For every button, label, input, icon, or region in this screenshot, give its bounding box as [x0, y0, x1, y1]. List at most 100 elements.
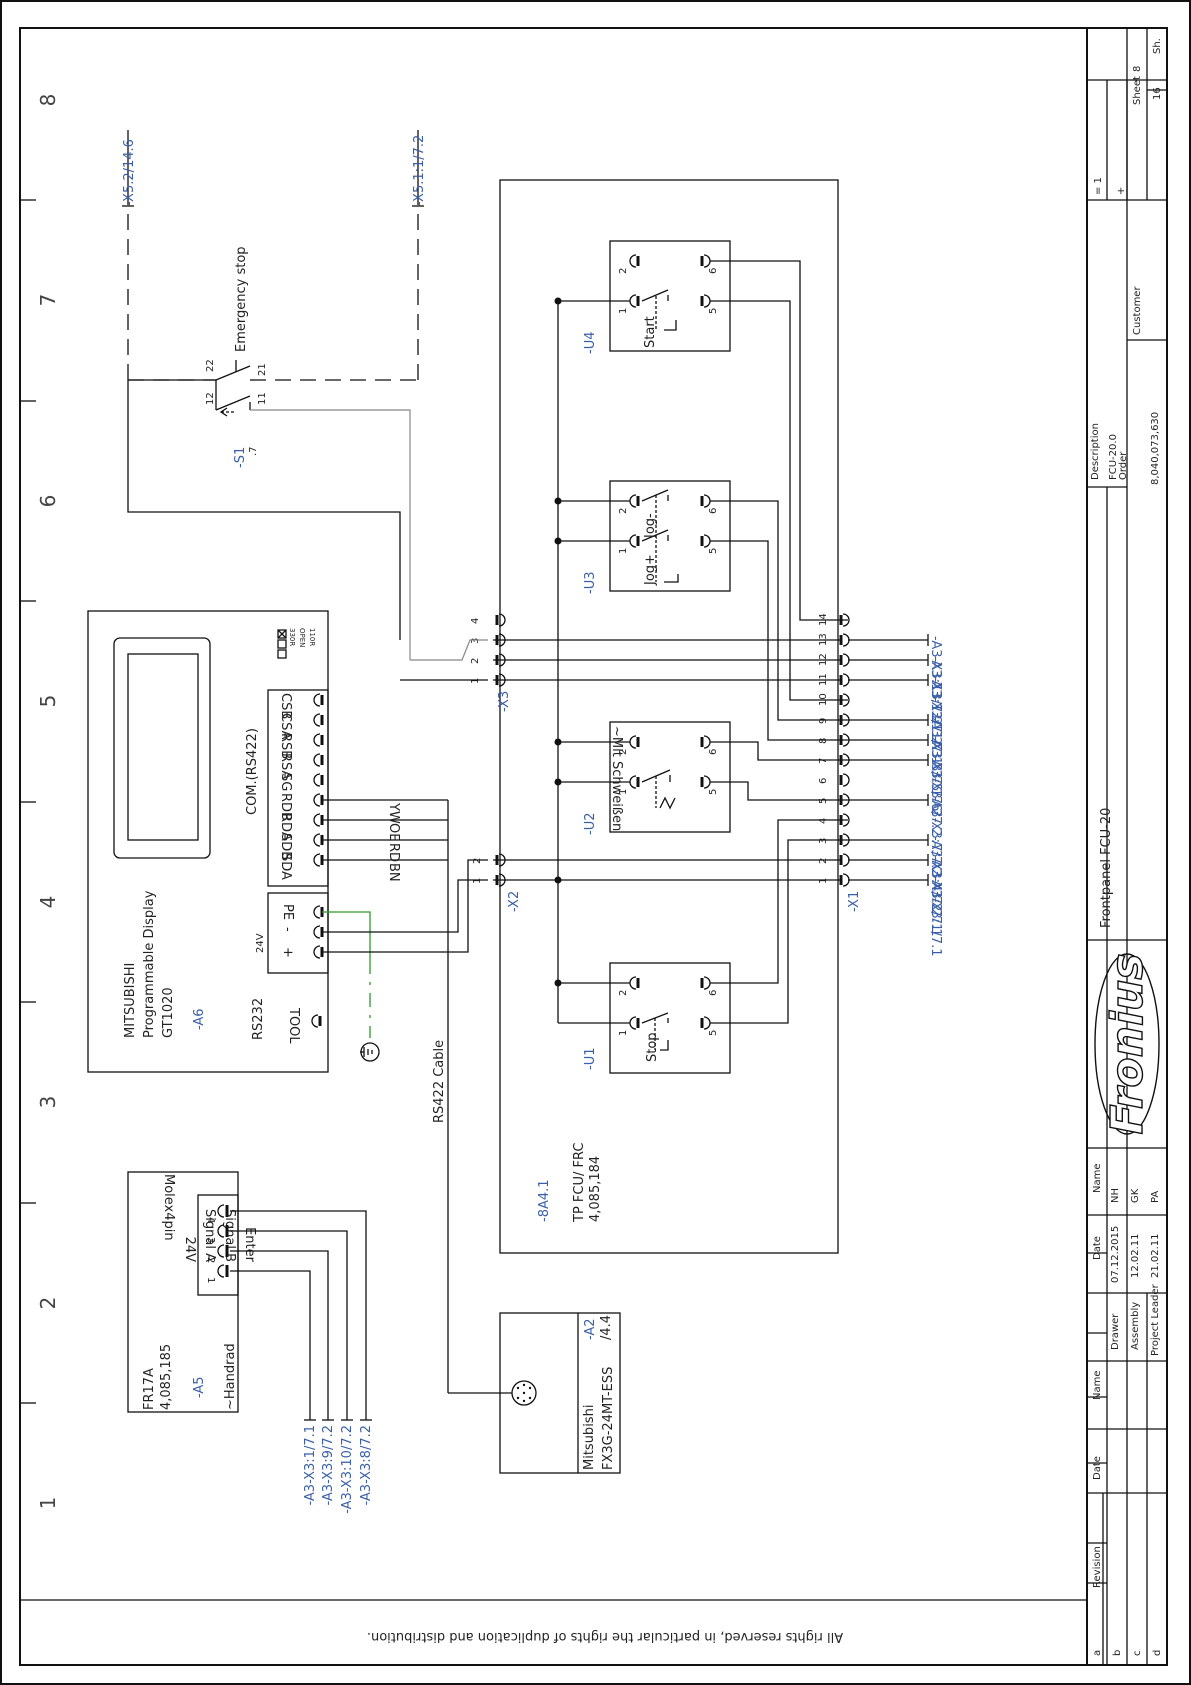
- switch-pin: 5: [708, 548, 719, 554]
- switch-box: [609, 480, 731, 592]
- tb-role: Assembly: [1130, 1302, 1141, 1350]
- switch-box: [609, 240, 731, 352]
- x1-terminal: 9: [818, 718, 829, 724]
- x2-ref: -X2: [507, 891, 522, 912]
- display-brand: MITSUBISHI: [123, 963, 138, 1038]
- plc-connector-icon: [511, 1380, 537, 1406]
- display-tool-label: TOOL: [286, 1007, 301, 1044]
- switch-ref: -U3: [583, 572, 598, 594]
- rs422-wiring: [322, 799, 512, 1394]
- switch-box: [609, 962, 731, 1074]
- junction: [554, 497, 562, 505]
- junction: [554, 297, 562, 305]
- tb-date: 21.02.11: [1150, 1233, 1161, 1278]
- com-pin-label: CSB: [278, 693, 293, 719]
- switch-pin: 1: [618, 789, 629, 795]
- com-pin-label: SG: [278, 773, 293, 791]
- dip-switch-label: 330R: [288, 628, 296, 646]
- cable-color: OE: [386, 823, 401, 841]
- switch-pin: 2: [618, 268, 629, 274]
- board-name: TP FCU/ FRC: [572, 1143, 587, 1223]
- display-com-title: COM.(RS422): [245, 728, 260, 815]
- switch-pin: 2: [618, 508, 629, 514]
- switch-pin: 5: [708, 1030, 719, 1036]
- dip-switch: [277, 639, 287, 649]
- grid-number: 1: [36, 1497, 60, 1510]
- handwheel-xref: -A3-X3:10/7.2: [340, 1425, 355, 1514]
- display-a6: MITSUBISHI Programmable Display GT1020 -…: [87, 610, 329, 1073]
- sheet-label: Sheet: [1132, 76, 1143, 105]
- display-voltage: 24V: [255, 933, 266, 953]
- revision-row: d: [1152, 1650, 1163, 1656]
- x1-xref: -A3-X3:3/7.1: [928, 716, 943, 797]
- x1-xref: -A3-X3:1/7.1: [928, 876, 943, 957]
- x1-terminal: 11: [818, 673, 829, 686]
- switch-pin: 6: [708, 990, 719, 996]
- display-com-box: [267, 689, 329, 887]
- tb-role: Project Leader: [1150, 1283, 1161, 1356]
- com-pin-label: RDA: [278, 813, 293, 841]
- com-pin-label: SDB: [278, 833, 293, 860]
- grid-number: 8: [36, 94, 60, 107]
- board-outline: [499, 179, 839, 1254]
- x1-xref: -A3-X3:13/7.2: [928, 636, 943, 725]
- handwheel-pin-num: 2: [205, 1257, 216, 1263]
- plc-a2: Mitsubishi FX3G-24MT-ESS -A2 /4.4: [499, 1312, 621, 1474]
- cable-label: RS422 Cable: [432, 1040, 447, 1123]
- handwheel-pin-label: Enter: [242, 1227, 257, 1263]
- description-value: FCU-20.0: [1108, 434, 1119, 480]
- handwheel-xref: -A3-X3:8/7.2: [359, 1425, 374, 1506]
- tb-date: 07.12.2015: [1110, 1226, 1121, 1283]
- tb-role: Drawer: [1110, 1313, 1121, 1350]
- display-power-pins: PE - +: [280, 904, 324, 960]
- revision-row: b: [1112, 1650, 1123, 1656]
- grid-number: 5: [36, 695, 60, 708]
- connector-x1: 1 2 3 4 5 6 7 8 9 10 11 12 13 14 -X1: [818, 612, 862, 912]
- estop-pin: 21: [257, 363, 268, 376]
- switch-name: Jog-: [643, 513, 658, 539]
- rights-notice: All rights reserved, in particular the r…: [367, 1629, 843, 1644]
- x1-terminal: 4: [818, 818, 829, 824]
- x3-terminal: 3: [470, 638, 481, 644]
- handwheel-ref: -A5: [192, 1376, 207, 1398]
- display-ref: -A6: [192, 1008, 207, 1030]
- switch-pin: 6: [708, 508, 719, 514]
- eq-mark: = 1: [1093, 177, 1104, 195]
- estop-xref: -X5.1:1/7.2: [412, 135, 427, 206]
- com-pin-label: RDB: [278, 793, 293, 821]
- switch-name: ~Mit Schweißen: [609, 726, 624, 831]
- estop-subref: .7: [248, 446, 259, 456]
- dip-switch-label: OPEN: [298, 628, 306, 647]
- handwheel-pin-num: 3: [205, 1237, 216, 1243]
- estop-xref: -X5.2/14.6: [122, 139, 137, 206]
- logo-text: Fronius: [1102, 953, 1153, 1134]
- order-label: Order: [1118, 451, 1129, 480]
- grid-ticks: [20, 199, 36, 1404]
- estop-ref: -S1: [233, 447, 248, 468]
- switch-ref: -U1: [583, 1048, 598, 1070]
- tb-name: NH: [1110, 1188, 1121, 1203]
- sheets-value: 16: [1152, 87, 1163, 100]
- display-power-box: [267, 892, 329, 974]
- handwheel-pin-num: 1: [205, 1277, 216, 1283]
- switch-u2: -U2 ~Mit Schweißen 1 2 5 6: [558, 721, 848, 835]
- grid-number: 6: [36, 495, 60, 508]
- revision-row: a: [1092, 1650, 1103, 1656]
- grid-number: 2: [36, 1297, 60, 1310]
- customer-label: Customer: [1132, 286, 1143, 335]
- handwheel-wiring: [230, 1210, 372, 1421]
- x1-terminal: 6: [818, 778, 829, 784]
- title-block: [1087, 28, 1167, 1665]
- plc-model: FX3G-24MT-ESS: [601, 1367, 616, 1470]
- handwheel-a5: FR17A 4,085,185 -A5 ~Handrad Molex4pin 2…: [127, 1171, 257, 1413]
- switch-pin: 5: [708, 308, 719, 314]
- x1-terminal: 7: [818, 758, 829, 764]
- plus-mark: +: [1116, 187, 1127, 195]
- display-model: GT1020: [161, 987, 176, 1038]
- x3-terminal: 2: [470, 658, 481, 664]
- x3-ref: -X3: [497, 691, 512, 712]
- junction: [554, 876, 562, 884]
- handwheel-xref: -A3-X3:1/7.1: [303, 1425, 318, 1506]
